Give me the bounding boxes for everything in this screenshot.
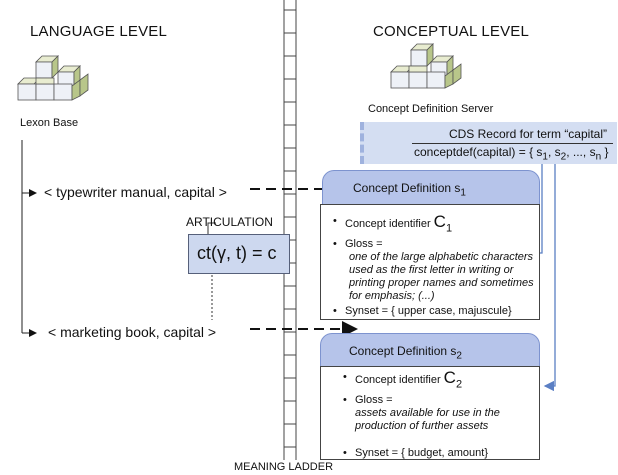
def2-gloss: Gloss =assets available for use in the p… xyxy=(339,394,529,433)
def2-tab-label: Concept Definition s2 xyxy=(349,344,462,362)
cds-server-label: Concept Definition Server xyxy=(368,103,494,115)
def2-tab: Concept Definition s2 xyxy=(320,333,540,369)
cube-stack-icon xyxy=(14,50,104,112)
articulation-formula: ct(γ, t) = c xyxy=(197,243,277,263)
def1-synset: Synset = { upper case, majuscule} xyxy=(329,305,534,318)
def2-synset: Synset = { budget, amount} xyxy=(339,447,529,460)
meaning-ladder xyxy=(283,0,297,460)
cds-record-formula: conceptdef(capital) = { s1, s2, ..., sn … xyxy=(414,145,609,163)
articulation-connector xyxy=(207,222,216,235)
def2-box: Concept identifier C2 Gloss =assets avai… xyxy=(320,366,540,460)
cube-stack-icon xyxy=(385,42,480,100)
articulation-label: ARTICULATION xyxy=(186,215,273,229)
tuple-marketing: < marketing book, capital > xyxy=(48,324,217,340)
def1-gloss-text: one of the large alphabetic characters u… xyxy=(349,251,534,303)
cds-record: CDS Record for term “capital” conceptdef… xyxy=(360,122,617,164)
cds-record-title: CDS Record for term “capital” xyxy=(448,127,607,141)
def1-identifier: Concept identifier C1 xyxy=(329,213,534,235)
cds-record-divider xyxy=(412,143,613,144)
def2-identifier: Concept identifier C2 xyxy=(339,369,529,391)
def1-gloss: Gloss =one of the large alphabetic chara… xyxy=(329,238,534,303)
conceptual-level-header: CONCEPTUAL LEVEL xyxy=(373,23,530,40)
def2-gloss-text: assets available for use in the producti… xyxy=(355,407,500,433)
articulation-box: ct(γ, t) = c xyxy=(188,234,290,274)
def1-tab: Concept Definition s1 xyxy=(322,170,540,206)
def1-tab-label: Concept Definition s1 xyxy=(353,181,466,199)
lexon-tree-lines xyxy=(21,140,37,337)
meaning-ladder-label: MEANING LADDER xyxy=(234,461,334,473)
lexon-base-label: Lexon Base xyxy=(20,117,79,129)
def1-box: Concept identifier C1 Gloss =one of the … xyxy=(320,204,540,320)
language-level-header: LANGUAGE LEVEL xyxy=(30,23,168,40)
tuple-typewriter: < typewriter manual, capital > xyxy=(44,184,227,200)
